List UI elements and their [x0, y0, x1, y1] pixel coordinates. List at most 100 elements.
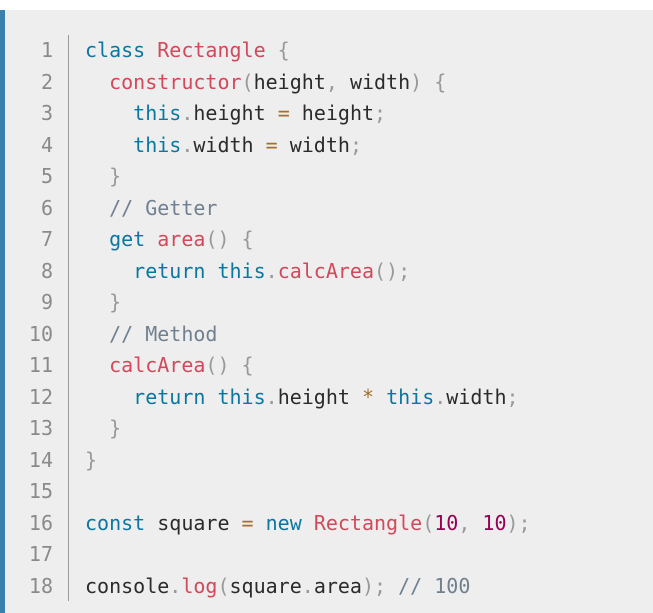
code-token: [85, 259, 133, 283]
code-line: const square = new Rectangle(10, 10);: [85, 508, 531, 540]
code-token: .: [265, 384, 278, 409]
line-number: 8: [40, 258, 53, 283]
code-content[interactable]: class Rectangle { constructor(height, wi…: [85, 35, 531, 602]
code-token: [205, 385, 217, 409]
code-token: this: [217, 384, 266, 409]
code-token: square: [145, 510, 242, 535]
line-number: 4: [40, 132, 53, 157]
code-line: }: [85, 161, 531, 193]
line-number-gutter: [5, 35, 69, 601]
code-token: [85, 353, 109, 377]
code-token: const: [85, 510, 146, 535]
code-token: height: [193, 101, 278, 125]
code-token: (: [422, 510, 435, 535]
code-token: this: [217, 258, 266, 283]
line-number: 15: [28, 479, 53, 503]
code-token: =: [241, 510, 254, 535]
code-token: return: [133, 258, 206, 283]
code-token: =: [265, 132, 278, 157]
code-token: =: [277, 101, 290, 125]
code-token: area: [157, 227, 206, 251]
code-token: .: [169, 573, 182, 598]
code-token: [85, 196, 109, 220]
code-token: width: [193, 132, 266, 157]
code-token: (: [217, 573, 230, 598]
code-token: // Getter: [109, 195, 218, 220]
code-token: 10: [482, 510, 507, 535]
code-token: [85, 322, 109, 346]
line-number: 13: [28, 416, 53, 440]
code-token: Rectangle: [313, 510, 423, 535]
code-token: [85, 385, 133, 409]
line-number: 11: [28, 353, 53, 377]
code-token: return: [133, 384, 206, 409]
code-token: .: [265, 258, 278, 283]
code-line: constructor(height, width) {: [85, 67, 531, 99]
line-number: 10: [28, 321, 53, 346]
code-token: new: [265, 510, 302, 535]
code-token: [145, 38, 157, 62]
code-token: {: [265, 38, 290, 62]
code-token: this: [386, 384, 435, 409]
line-number: 9: [40, 290, 53, 314]
code-line: get area() {: [85, 224, 531, 256]
code-line: // Getter: [85, 193, 531, 225]
code-token: [145, 227, 157, 251]
code-line: calcArea() {: [85, 350, 531, 382]
code-token: Rectangle: [157, 38, 266, 62]
code-line: }: [85, 413, 531, 445]
code-token: log: [181, 573, 218, 598]
line-number: 7: [40, 227, 53, 251]
code-token: [374, 385, 386, 409]
line-number: 12: [28, 384, 53, 409]
code-token: 10: [434, 510, 459, 535]
code-token: }: [85, 416, 122, 440]
code-token: width: [349, 69, 411, 94]
line-number: 14: [28, 447, 53, 472]
code-line: return this.calcArea();: [85, 256, 531, 288]
code-token: }: [85, 447, 98, 472]
code-token: calcArea: [277, 258, 375, 283]
code-token: [85, 70, 109, 94]
line-number: 16: [28, 510, 53, 535]
code-token: ) {: [410, 69, 447, 94]
code-token: height: [289, 101, 375, 125]
code-token: // Method: [109, 321, 218, 346]
code-token: .: [181, 101, 194, 125]
code-line: this.height = height;: [85, 98, 531, 130]
code-line: [85, 539, 531, 571]
code-token: ;: [374, 101, 387, 125]
code-token: .: [181, 132, 194, 157]
line-number: 1: [40, 38, 53, 62]
code-token: [302, 511, 314, 535]
code-line: class Rectangle {: [85, 35, 531, 67]
code-token: [254, 511, 266, 535]
code-token: this: [133, 101, 182, 125]
code-token: (: [241, 69, 254, 94]
code-token: () {: [205, 227, 254, 251]
code-token: ,: [325, 69, 350, 94]
code-token: ();: [374, 258, 411, 283]
code-token: [205, 259, 217, 283]
code-token: width: [277, 132, 350, 157]
code-token: ;: [349, 132, 362, 157]
line-number: 17: [28, 542, 53, 566]
code-token: // 100: [398, 573, 471, 598]
code-line: return this.height * this.width;: [85, 382, 531, 414]
code-token: height: [277, 384, 362, 409]
code-token: [85, 227, 109, 251]
code-line: // Method: [85, 319, 531, 351]
code-token: constructor: [109, 69, 242, 94]
line-number: 5: [40, 164, 53, 188]
code-token: console: [85, 573, 170, 598]
code-token: calcArea: [109, 353, 206, 377]
code-token: );: [361, 573, 399, 598]
line-number: 2: [40, 69, 53, 94]
line-number: 3: [40, 101, 53, 125]
code-token: get: [109, 227, 146, 251]
code-token: width: [446, 384, 507, 409]
code-token: .: [434, 384, 447, 409]
line-number: 6: [40, 195, 53, 220]
